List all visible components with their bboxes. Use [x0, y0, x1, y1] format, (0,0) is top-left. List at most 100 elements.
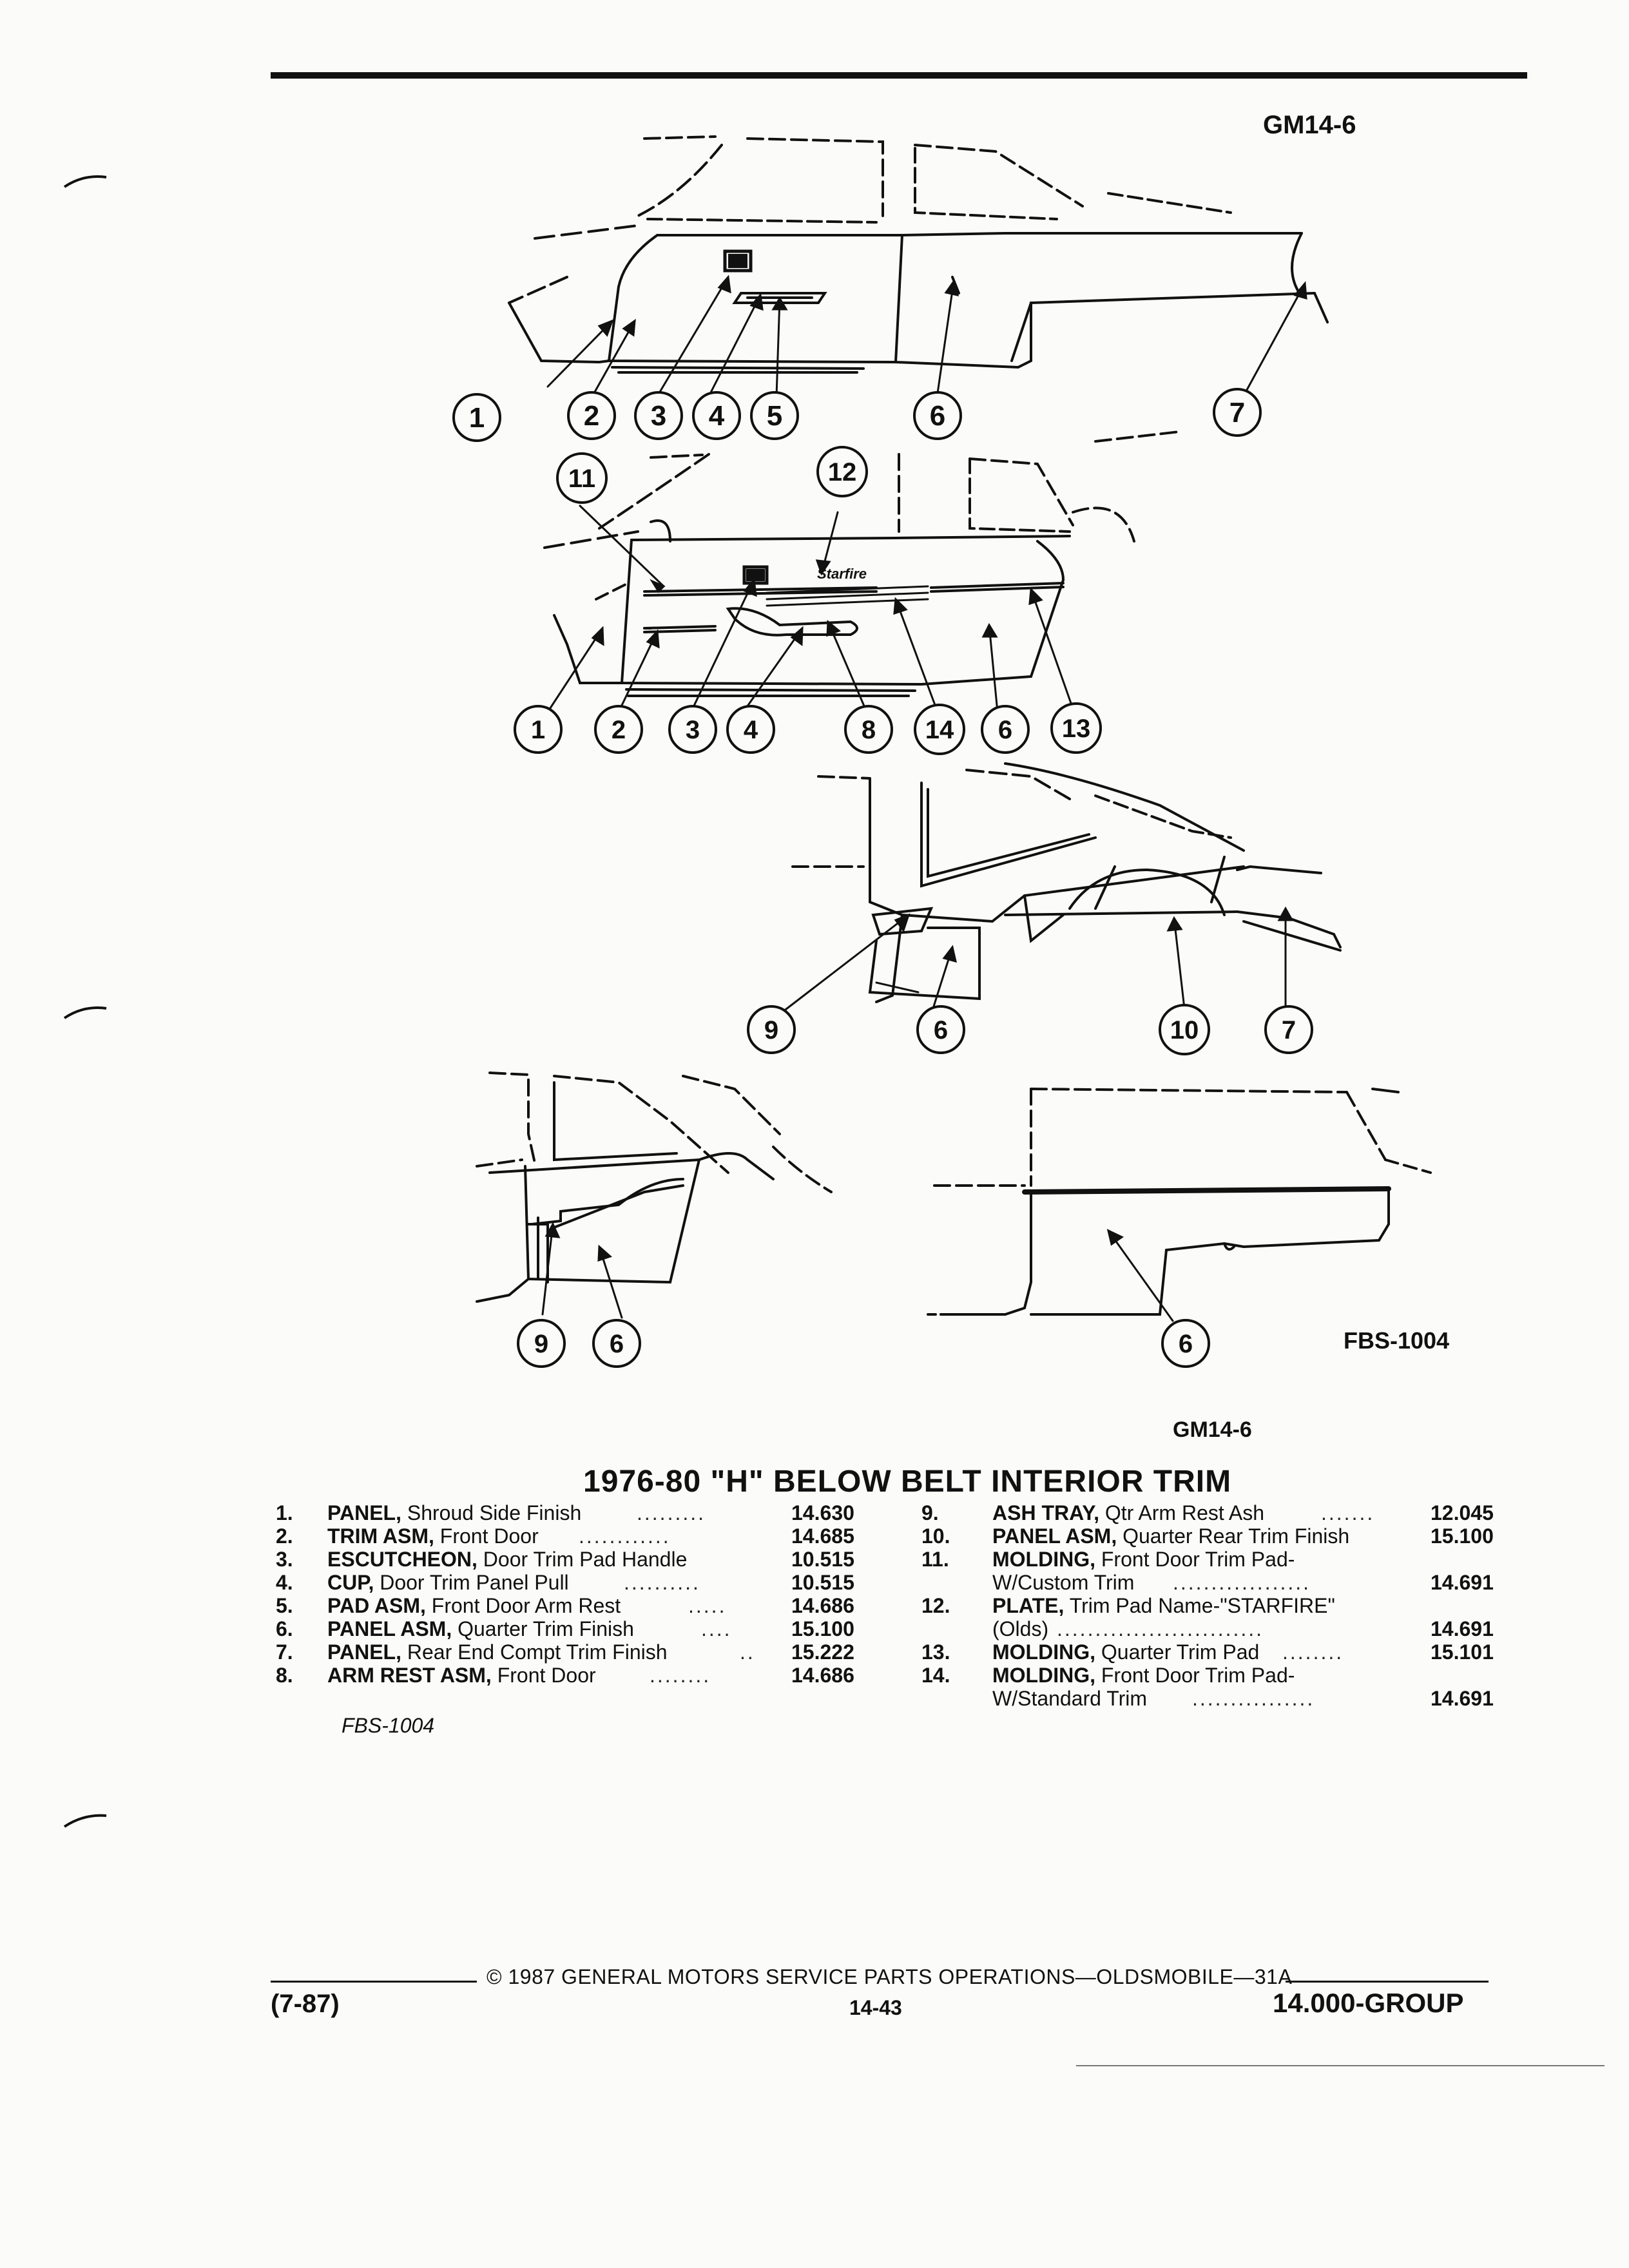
legend-desc: Trim Pad Name-"STARFIRE"	[1069, 1594, 1335, 1617]
legend-code: 15.100	[1431, 1524, 1494, 1548]
legend-desc: Front Door	[497, 1664, 596, 1687]
legend-code: 14.685	[791, 1524, 854, 1548]
view-4-labels: 9 6	[534, 1330, 624, 1358]
legend-num: 8.	[276, 1664, 293, 1687]
legend-name: PANEL,	[327, 1640, 401, 1664]
view-1-callouts	[452, 388, 1262, 442]
trim-illustration: 1 2 3 4 5 6 7 Starfire	[452, 135, 1432, 1368]
legend-dots: ..	[740, 1640, 755, 1664]
figure-ref-bottom: GM14-6	[1173, 1418, 1252, 1442]
v1-callout-5: 5	[767, 400, 782, 432]
legend-code: 15.101	[1431, 1640, 1494, 1664]
figure-ref-fbs: FBS-1004	[1344, 1327, 1450, 1354]
legend-num: 9.	[921, 1501, 939, 1524]
legend-desc: (Olds)	[992, 1617, 1049, 1640]
legend-desc: Rear End Compt Trim Finish	[407, 1640, 668, 1664]
v3-callout-6: 6	[934, 1016, 948, 1044]
top-rule	[271, 72, 1527, 79]
v1-callout-3: 3	[651, 400, 666, 432]
legend-num: 12.	[921, 1594, 950, 1617]
legend-num: 14.	[921, 1664, 950, 1687]
legend-desc: Door Trim Panel Pull	[380, 1571, 569, 1594]
legend-dots: .........	[637, 1501, 706, 1524]
view-1-labels: 1 2 3 4 5 6 7	[469, 397, 1245, 434]
legend-code: 12.045	[1431, 1501, 1494, 1524]
legend-name: MOLDING,	[992, 1640, 1095, 1664]
legend-desc: Quarter Rear Trim Finish	[1123, 1524, 1350, 1548]
v2-callout-1: 1	[531, 716, 545, 744]
legend-dots: ............	[579, 1524, 671, 1548]
legend-num: 11.	[921, 1548, 949, 1571]
legend-code: 14.630	[791, 1501, 854, 1524]
footer-date: (7-87)	[271, 1990, 340, 2018]
legend-name: PANEL ASM,	[992, 1524, 1117, 1548]
v1-callout-4: 4	[709, 400, 725, 432]
legend-code: 10.515	[791, 1571, 854, 1594]
view-2-callouts	[514, 446, 1102, 755]
legend-name: ARM REST ASM,	[327, 1664, 492, 1687]
legend-name: PANEL,	[327, 1501, 401, 1524]
footer-rule-right	[1286, 1981, 1489, 1983]
view-2-labels: 11 12 1 2 3 4 8 14 6 13	[531, 458, 1090, 744]
legend-desc: Qtr Arm Rest Ash	[1104, 1501, 1265, 1524]
view-4-leaders	[541, 1222, 623, 1319]
view-1-side	[508, 135, 1329, 374]
legend-num: 1.	[276, 1501, 293, 1524]
legend-desc: Quarter Trim Finish	[458, 1617, 634, 1640]
legend-dots: ........	[1282, 1640, 1344, 1664]
v2-callout-6: 6	[998, 716, 1012, 744]
view-4-quarter	[476, 1072, 833, 1303]
legend-name: PLATE,	[992, 1594, 1065, 1617]
legend-desc: Shroud Side Finish	[407, 1501, 582, 1524]
legend-code: 10.515	[791, 1548, 854, 1571]
legend-num: 13.	[921, 1640, 950, 1664]
legend-code: 14.691	[1431, 1617, 1494, 1640]
v2-callout-4: 4	[744, 716, 758, 744]
legend-desc: W/Standard Trim	[992, 1687, 1148, 1710]
legend-name: PANEL ASM,	[327, 1617, 452, 1640]
legend-name: TRIM ASM,	[327, 1524, 434, 1548]
legend-left: 1. PANEL, Shroud Side Finish ......... 1…	[276, 1501, 907, 1695]
legend-desc: W/Custom Trim	[992, 1571, 1135, 1594]
v1-callout-6: 6	[930, 400, 945, 432]
view-2-door: Starfire	[543, 430, 1181, 697]
legend-code: 14.691	[1431, 1687, 1494, 1710]
legend-desc: Front Door	[439, 1524, 539, 1548]
v3-callout-7: 7	[1282, 1016, 1296, 1044]
v2-callout-13: 13	[1062, 715, 1091, 743]
view-4-callouts	[517, 1319, 641, 1368]
view-5-quarter	[927, 1088, 1432, 1316]
legend-code: 14.691	[1431, 1571, 1494, 1594]
view-3-labels: 9 6 10 7	[764, 1016, 1296, 1044]
view-3-quarter	[791, 762, 1342, 1003]
legend-num: 7.	[276, 1640, 293, 1664]
legend-dots: ..................	[1173, 1571, 1311, 1594]
view-5-leaders	[1106, 1229, 1174, 1322]
view-5-labels: 6	[1179, 1330, 1193, 1358]
legend-desc: Front Door Trim Pad-	[1101, 1664, 1295, 1687]
legend-num: 10.	[921, 1524, 950, 1548]
legend-dots: ...........................	[1057, 1617, 1264, 1640]
legend-right: 9. ASH TRAY, Qtr Arm Rest Ash ....... 12…	[921, 1501, 1540, 1714]
legend-num: 4.	[276, 1571, 293, 1594]
legend-dots: ........	[650, 1664, 711, 1687]
view-1-leaders	[546, 274, 1307, 398]
legend-name: ASH TRAY,	[992, 1501, 1099, 1524]
legend-name: MOLDING,	[992, 1664, 1095, 1687]
v4-callout-6: 6	[610, 1330, 624, 1358]
v3-callout-10: 10	[1170, 1016, 1199, 1044]
v2-callout-8: 8	[862, 716, 876, 744]
legend-name: CUP,	[327, 1571, 374, 1594]
v2-callout-2: 2	[612, 716, 626, 744]
view-5-callouts	[1161, 1319, 1210, 1368]
legend-num: 6.	[276, 1617, 293, 1640]
legend-code: 14.686	[791, 1664, 854, 1687]
view-2-leaders	[546, 505, 1074, 716]
v4-callout-9: 9	[534, 1330, 548, 1358]
footer-copyright: © 1987 GENERAL MOTORS SERVICE PARTS OPER…	[487, 1965, 1293, 1988]
view-3-leaders	[782, 906, 1294, 1013]
v3-callout-9: 9	[764, 1016, 778, 1044]
legend-name: PAD ASM,	[327, 1594, 426, 1617]
v1-callout-1: 1	[469, 402, 485, 434]
